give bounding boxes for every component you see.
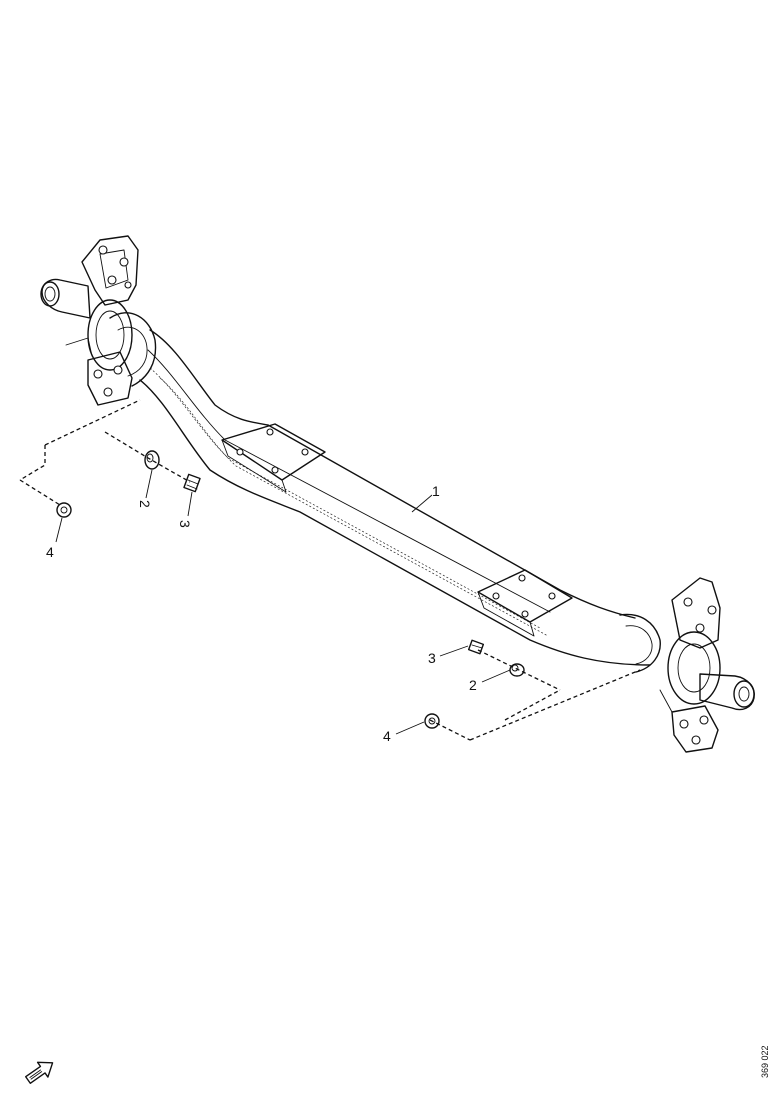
right-nut-part	[424, 713, 440, 729]
front-direction-arrow-icon	[25, 1061, 54, 1084]
callout-left-sleeve: 2	[137, 500, 153, 508]
right-sleeve-part	[509, 663, 525, 677]
right-fastener-group	[395, 639, 641, 741]
left-fastener-group	[19, 399, 201, 543]
callout-right-sleeve: 2	[469, 677, 477, 693]
beam-leader	[411, 494, 433, 513]
callout-right-bolt: 3	[428, 650, 436, 666]
right-hub-bracket	[659, 577, 755, 753]
callout-right-nut: 4	[383, 728, 391, 744]
left-hub-bracket	[40, 235, 139, 406]
left-bolt-part	[183, 473, 201, 493]
left-sleeve-part	[144, 450, 160, 470]
callout-left-nut: 4	[46, 544, 54, 560]
callout-beam: 1	[432, 483, 440, 499]
callout-left-bolt: 3	[177, 520, 193, 528]
axle-beam	[109, 312, 661, 673]
right-bolt-part	[467, 639, 485, 655]
drawing-reference-number: 369 022	[760, 1045, 770, 1078]
left-nut-part	[56, 502, 72, 518]
